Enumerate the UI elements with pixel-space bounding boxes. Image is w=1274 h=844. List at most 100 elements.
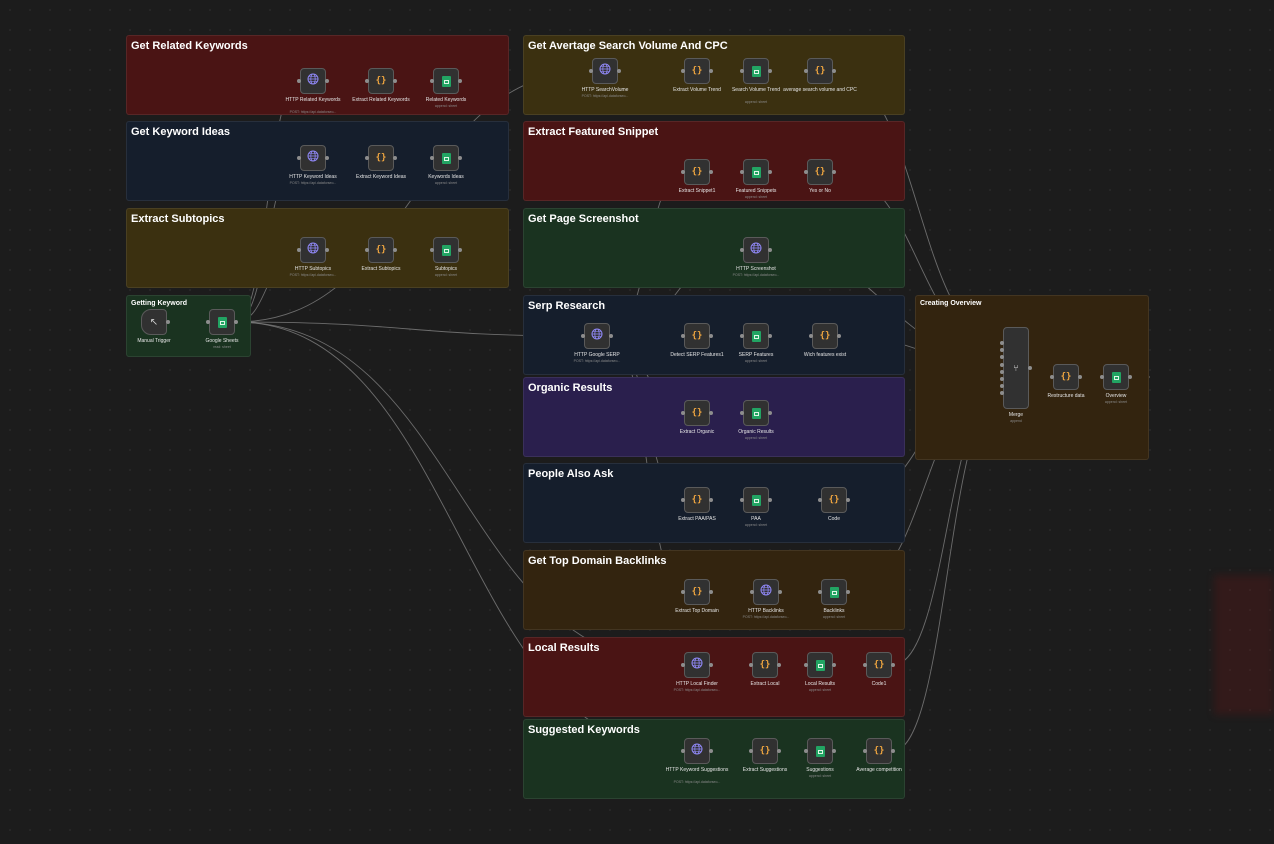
- input-port[interactable]: [1000, 341, 1004, 345]
- node-sug_extract[interactable]: {}: [752, 738, 778, 764]
- node-sub_extract[interactable]: {}: [368, 237, 394, 263]
- input-port[interactable]: [818, 498, 822, 502]
- output-port[interactable]: [832, 663, 836, 667]
- node-serp_detect[interactable]: {}: [684, 323, 710, 349]
- node-bl_sheet[interactable]: [821, 579, 847, 605]
- input-port[interactable]: [681, 749, 685, 753]
- sticky-note-suggested[interactable]: Suggested Keywords: [523, 719, 905, 799]
- output-port[interactable]: [777, 663, 781, 667]
- input-port[interactable]: [740, 411, 744, 415]
- output-port[interactable]: [837, 334, 841, 338]
- input-port[interactable]: [1100, 375, 1104, 379]
- node-vol_avg[interactable]: {}: [807, 58, 833, 84]
- input-port[interactable]: [804, 170, 808, 174]
- output-port[interactable]: [768, 170, 772, 174]
- input-port[interactable]: [749, 749, 753, 753]
- node-shot_http[interactable]: [743, 237, 769, 263]
- node-vol_sheet[interactable]: [743, 58, 769, 84]
- node-loc_http[interactable]: [684, 652, 710, 678]
- output-port[interactable]: [1128, 375, 1132, 379]
- input-port[interactable]: [365, 248, 369, 252]
- node-snip_extract[interactable]: {}: [684, 159, 710, 185]
- node-snip_yes[interactable]: {}: [807, 159, 833, 185]
- output-port[interactable]: [846, 590, 850, 594]
- node-sub_sheet[interactable]: [433, 237, 459, 263]
- output-port[interactable]: [709, 663, 713, 667]
- node-restructure[interactable]: {}: [1053, 364, 1079, 390]
- output-port[interactable]: [777, 749, 781, 753]
- input-port[interactable]: [804, 749, 808, 753]
- input-port[interactable]: [365, 79, 369, 83]
- node-related_extract[interactable]: {}: [368, 68, 394, 94]
- node-sug_sheet[interactable]: [807, 738, 833, 764]
- input-port[interactable]: [297, 79, 301, 83]
- node-paa_sheet[interactable]: [743, 487, 769, 513]
- node-snip_sheet[interactable]: [743, 159, 769, 185]
- output-port[interactable]: [778, 590, 782, 594]
- input-port[interactable]: [1000, 362, 1004, 367]
- input-port[interactable]: [297, 248, 301, 252]
- output-port[interactable]: [709, 170, 713, 174]
- input-port[interactable]: [1000, 384, 1004, 389]
- node-related_http[interactable]: [300, 68, 326, 94]
- output-port[interactable]: [617, 69, 621, 73]
- output-port[interactable]: [458, 248, 462, 252]
- input-port[interactable]: [681, 69, 685, 73]
- input-port[interactable]: [750, 590, 754, 594]
- output-port[interactable]: [325, 156, 329, 160]
- input-port[interactable]: [809, 334, 813, 338]
- node-ideas_extract[interactable]: {}: [368, 145, 394, 171]
- input-port[interactable]: [681, 663, 685, 667]
- input-port[interactable]: [740, 248, 744, 252]
- input-port[interactable]: [581, 334, 585, 338]
- input-port[interactable]: [681, 334, 685, 338]
- input-port[interactable]: [740, 69, 744, 73]
- node-serp_http[interactable]: [584, 323, 610, 349]
- node-serp_wich[interactable]: {}: [812, 323, 838, 349]
- sticky-note-organic[interactable]: Organic Results: [523, 377, 905, 457]
- output-port[interactable]: [768, 411, 772, 415]
- output-port[interactable]: [709, 69, 713, 73]
- output-port[interactable]: [325, 79, 329, 83]
- output-port[interactable]: [768, 69, 772, 73]
- node-vol_extract[interactable]: {}: [684, 58, 710, 84]
- node-ideas_sheet[interactable]: [433, 145, 459, 171]
- output-port[interactable]: [768, 248, 772, 252]
- output-port[interactable]: [325, 248, 329, 252]
- output-port[interactable]: [891, 663, 895, 667]
- node-loc_code[interactable]: {}: [866, 652, 892, 678]
- output-port[interactable]: [393, 156, 397, 160]
- node-paa_code[interactable]: {}: [821, 487, 847, 513]
- input-port[interactable]: [297, 156, 301, 160]
- input-port[interactable]: [1000, 348, 1004, 353]
- node-ideas_http[interactable]: [300, 145, 326, 171]
- output-port[interactable]: [1028, 366, 1032, 370]
- output-port[interactable]: [709, 749, 713, 753]
- node-paa_extract[interactable]: {}: [684, 487, 710, 513]
- output-port[interactable]: [709, 334, 713, 338]
- node-bl_extract[interactable]: {}: [684, 579, 710, 605]
- node-loc_sheet[interactable]: [807, 652, 833, 678]
- output-port[interactable]: [166, 320, 170, 324]
- output-port[interactable]: [768, 334, 772, 338]
- sticky-note-snippet[interactable]: Extract Featured Snippet: [523, 121, 905, 201]
- node-sub_http[interactable]: [300, 237, 326, 263]
- input-port[interactable]: [365, 156, 369, 160]
- input-port[interactable]: [749, 663, 753, 667]
- input-port[interactable]: [430, 156, 434, 160]
- output-port[interactable]: [1078, 375, 1082, 379]
- node-merge[interactable]: ⑂: [1003, 327, 1029, 409]
- output-port[interactable]: [768, 498, 772, 502]
- input-port[interactable]: [1050, 375, 1054, 379]
- input-port[interactable]: [589, 69, 593, 73]
- output-port[interactable]: [709, 590, 713, 594]
- output-port[interactable]: [234, 320, 238, 324]
- input-port[interactable]: [681, 170, 685, 174]
- input-port[interactable]: [1000, 369, 1004, 374]
- node-overview[interactable]: [1103, 364, 1129, 390]
- input-port[interactable]: [430, 248, 434, 252]
- input-port[interactable]: [206, 320, 210, 324]
- node-sug_avg[interactable]: {}: [866, 738, 892, 764]
- output-port[interactable]: [891, 749, 895, 753]
- input-port[interactable]: [740, 334, 744, 338]
